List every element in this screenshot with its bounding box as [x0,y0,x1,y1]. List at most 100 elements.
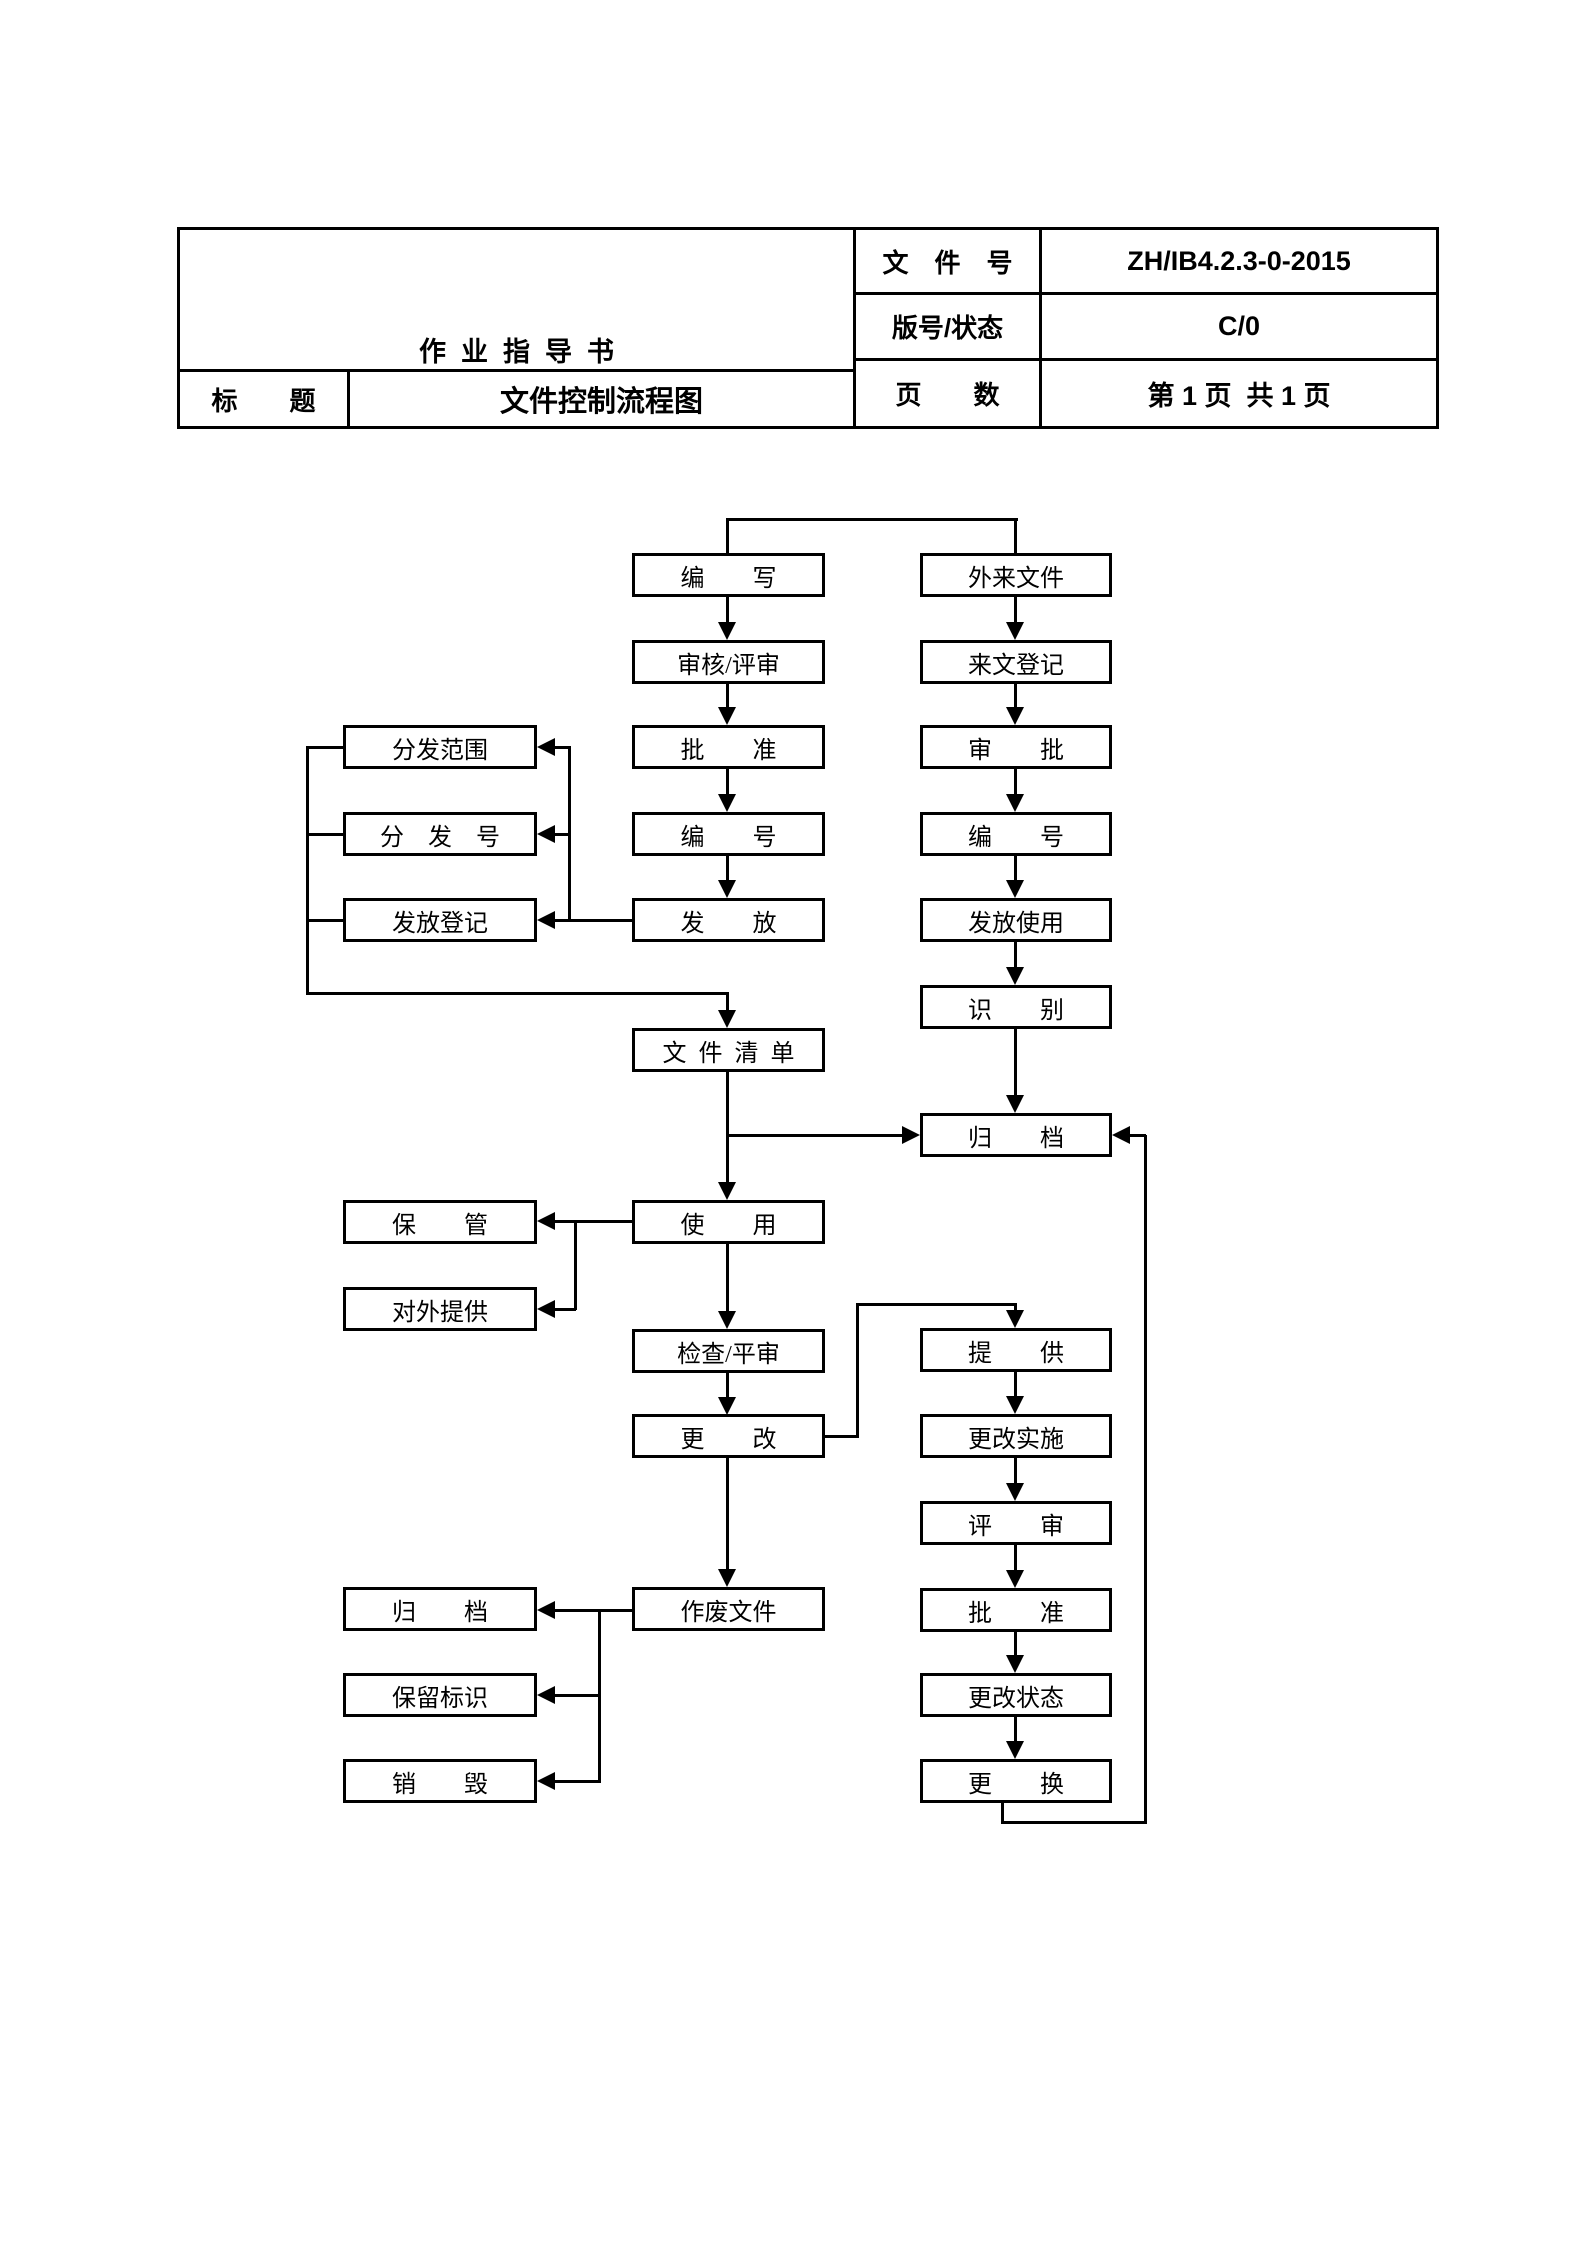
node-dist-scope: 分发范围 [343,725,537,769]
connector [856,1303,1016,1306]
connector [1014,1028,1017,1099]
page-title: 文件控制流程图 [346,369,857,429]
connector [726,518,1018,521]
node-change-implement: 更改实施 [920,1414,1112,1458]
doc-no-value: ZH/IB4.2.3-0-2015 [1039,227,1440,295]
arrow-down-icon [718,707,736,725]
connector [726,518,729,556]
connector [825,1435,858,1438]
connector [306,833,345,836]
connector [1001,1821,1147,1824]
node-number-right: 编 号 [920,812,1112,856]
connector [1014,597,1017,626]
node-dist-no: 分 发 号 [343,812,537,856]
arrow-down-icon [1006,622,1024,640]
arrow-down-icon [718,1569,736,1587]
node-issue-register: 发放登记 [343,898,537,942]
arrow-down-icon [1006,1095,1024,1113]
arrow-down-icon [718,880,736,898]
connector [726,768,729,798]
connector [555,1220,634,1223]
node-write: 编 写 [632,553,825,597]
arrow-left-icon [537,738,555,756]
connector [1014,1631,1017,1659]
version-label: 版号/状态 [853,292,1043,361]
connector [1014,1544,1017,1574]
arrow-down-icon [1006,1310,1024,1328]
connector [726,1457,729,1573]
connector [555,1694,600,1697]
doc-no-label: 文 件 号 [853,227,1043,295]
connector [1014,855,1017,884]
connector [555,1780,600,1783]
node-doc-list: 文 件 清 单 [632,1028,825,1072]
arrow-left-icon [537,1212,555,1230]
connector [555,1609,634,1612]
arrow-left-icon [537,1686,555,1704]
node-archive: 归 档 [920,1113,1112,1157]
connector [1014,1371,1017,1400]
node-audit: 审 批 [920,725,1112,769]
connector [726,1242,729,1315]
connector [856,1303,859,1438]
connector [306,746,309,995]
node-issue: 发 放 [632,898,825,942]
arrow-down-icon [1006,707,1024,725]
arrow-left-icon [537,911,555,929]
arrow-down-icon [1006,1396,1024,1414]
pages-label: 页 数 [853,358,1043,429]
connector [1014,1303,1017,1314]
node-review-right: 评 审 [920,1501,1112,1545]
title-label: 标 题 [177,369,350,429]
node-check-review: 检查/平审 [632,1329,825,1373]
connector [1014,942,1017,971]
arrow-left-icon [537,1300,555,1318]
connector [726,1372,729,1401]
arrow-right-icon [902,1126,920,1144]
arrow-down-icon [1006,1570,1024,1588]
connector [306,746,345,749]
connector [1001,1803,1004,1824]
arrow-down-icon [1006,1483,1024,1501]
doc-type: 作 业 指 导 书 [176,227,857,372]
node-review: 审核/评审 [632,640,825,684]
version-value: C/0 [1039,292,1440,361]
arrow-down-icon [718,622,736,640]
connector [727,1134,904,1137]
node-issue-use: 发放使用 [920,898,1112,942]
connector [726,992,729,1014]
arrow-left-icon [537,1772,555,1790]
node-approve-right: 批 准 [920,1588,1112,1632]
node-obsolete-doc: 作废文件 [632,1587,825,1631]
connector [726,855,729,884]
connector [726,597,729,626]
node-provide: 提 供 [920,1328,1112,1372]
node-retain-mark: 保留标识 [343,1673,537,1717]
node-change: 更 改 [632,1414,825,1458]
node-number: 编 号 [632,812,825,856]
node-approve: 批 准 [632,725,825,769]
arrow-down-icon [718,794,736,812]
arrow-down-icon [718,1397,736,1415]
node-destroy: 销 毁 [343,1759,537,1803]
arrow-down-icon [1006,967,1024,985]
connector [1014,683,1017,711]
connector [306,992,729,995]
arrow-left-icon [537,825,555,843]
connector [1014,1717,1017,1745]
arrow-down-icon [1006,794,1024,812]
node-external-doc: 外来文件 [920,553,1112,597]
node-use: 使 用 [632,1200,825,1244]
node-identify: 识 别 [920,985,1112,1029]
connector [726,683,729,711]
node-external-provide: 对外提供 [343,1287,537,1331]
node-incoming-register: 来文登记 [920,640,1112,684]
arrow-down-icon [1006,1741,1024,1759]
arrow-down-icon [718,1010,736,1028]
arrow-down-icon [718,1182,736,1200]
connector [1014,1458,1017,1487]
arrow-down-icon [1006,1655,1024,1673]
connector [555,833,570,836]
node-change-status: 更改状态 [920,1673,1112,1717]
connector [1130,1134,1146,1137]
